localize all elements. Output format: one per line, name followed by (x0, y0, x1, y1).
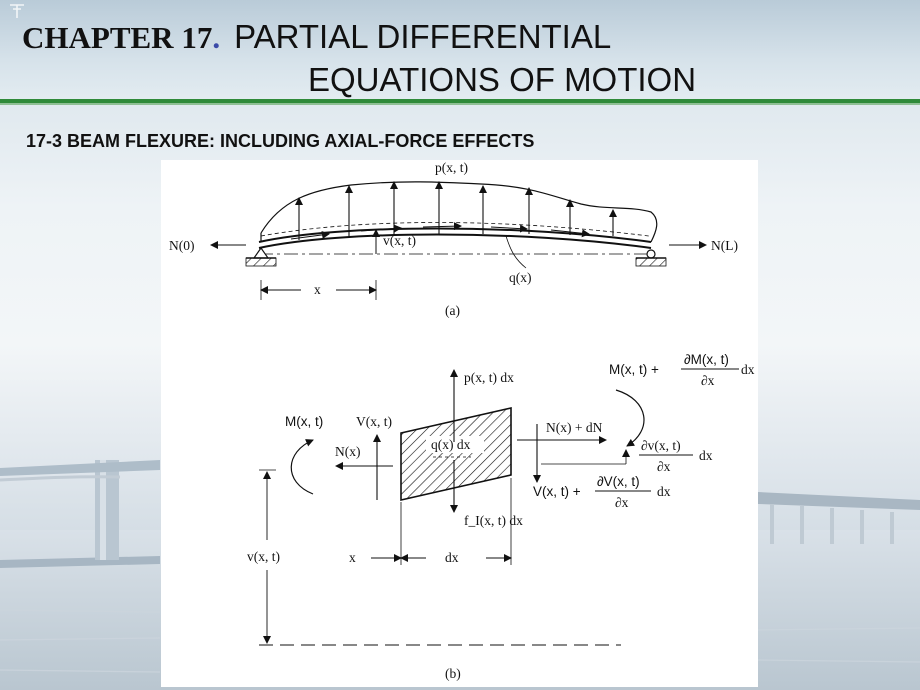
chapter-number: CHAPTER 17 (22, 20, 213, 55)
distributed-load-label: q(x) (509, 270, 532, 285)
header-divider-light (0, 103, 920, 105)
displacement-label-a: v(x, t) (383, 233, 416, 248)
shear-right-label: V(x, t) + (533, 484, 581, 499)
load-envelope (260, 181, 658, 243)
chapter-title-line2: EQUATIONS OF MOTION (308, 61, 697, 98)
moment-right-dx: dx (741, 362, 755, 377)
moment-right-denominator: ∂x (701, 373, 715, 388)
load-label-a: p(x, t) (435, 160, 468, 175)
position-x-label: x (349, 550, 356, 565)
element-load-label: q(x) dx (431, 437, 471, 452)
axial-left-label: N(0) (169, 238, 195, 253)
header-divider (0, 99, 920, 103)
caption-b: (b) (445, 666, 461, 681)
figure-b (259, 369, 645, 646)
shear-right-numerator: ∂V(x, t) (597, 474, 640, 489)
axial-left-label-b: N(x) (335, 444, 361, 459)
dimension-x-label: x (314, 282, 321, 297)
figure-a (210, 181, 707, 300)
shear-right-expression: V(x, t) + ∂V(x, t) ∂x dx (533, 474, 671, 510)
slide-header (0, 0, 920, 100)
chapter-dot: . (212, 20, 221, 55)
shear-right-denominator: ∂x (615, 495, 629, 510)
beam (258, 227, 652, 243)
inertia-label: f_I(x, t) dx (464, 513, 523, 528)
beam-flexure-figure: p(x, t) v(x, t) N(0) N(L) q(x) x (a) (161, 160, 758, 687)
beam-element (400, 406, 512, 502)
axial-right-label-b: N(x) + dN (546, 420, 603, 435)
axial-right-label: N(L) (711, 238, 738, 253)
slope-denominator: ∂x (657, 459, 671, 474)
width-dx-label: dx (445, 550, 459, 565)
slope-dx: dx (699, 448, 713, 463)
figure-canvas: p(x, t) v(x, t) N(0) N(L) q(x) x (a) (169, 160, 755, 681)
slope-expression: ∂v(x, t) ∂x dx (639, 438, 713, 474)
moment-right-numerator: ∂M(x, t) (684, 352, 729, 367)
chapter-title-line1: PARTIAL DIFFERENTIAL (234, 18, 612, 55)
moment-left-label: M(x, t) (285, 414, 323, 429)
shear-right-dx: dx (657, 484, 671, 499)
caption-a: (a) (445, 303, 460, 318)
displacement-label-b: v(x, t) (247, 549, 280, 564)
section-title: 17-3 BEAM FLEXURE: INCLUDING AXIAL-FORCE… (26, 131, 535, 151)
moment-right-label: M(x, t) + (609, 362, 659, 377)
logo-icon (10, 4, 24, 18)
moment-right-expression: M(x, t) + ∂M(x, t) ∂x dx (609, 352, 755, 388)
shear-left-label: V(x, t) (356, 414, 392, 429)
slope-numerator: ∂v(x, t) (641, 438, 681, 453)
load-label-b: p(x, t) dx (464, 370, 514, 385)
chapter-title: CHAPTER 17. PARTIAL DIFFERENTIAL (22, 18, 611, 58)
